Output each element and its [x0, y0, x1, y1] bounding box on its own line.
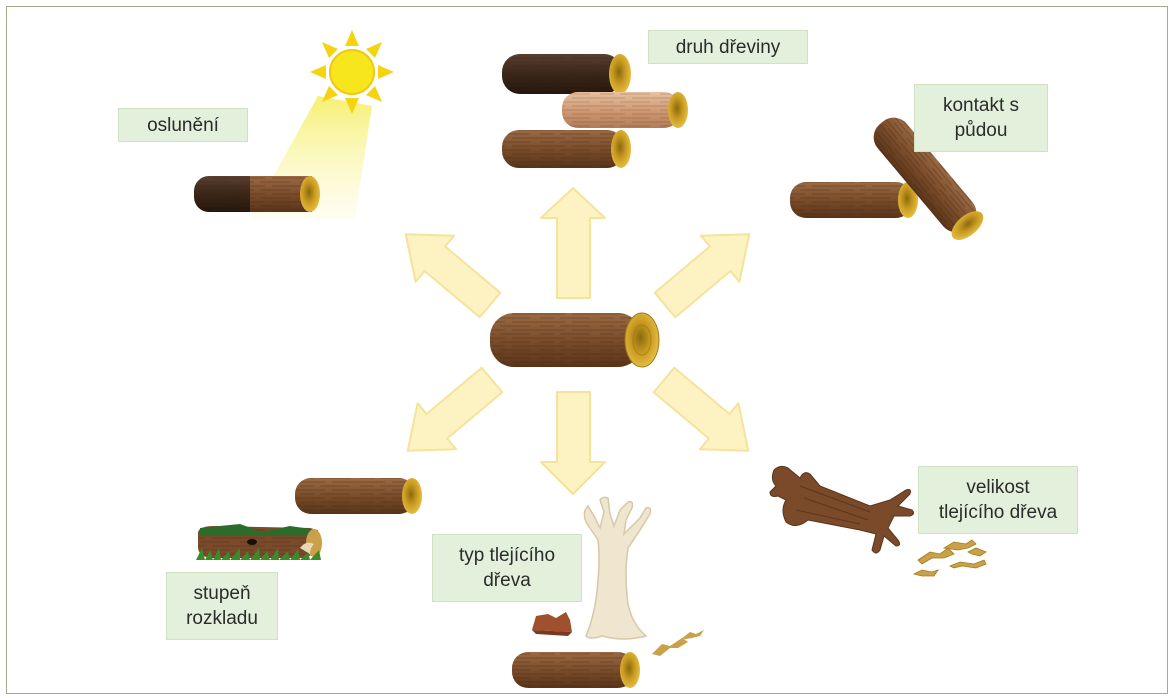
decayed-log: [196, 524, 322, 560]
lying-log: [790, 182, 918, 218]
dark-log: [502, 54, 631, 94]
label-kontakt-line2: půdou: [955, 118, 1008, 143]
arrow-down: [541, 392, 605, 494]
wood-fragments: [914, 540, 986, 576]
label-typ-line2: dřeva: [483, 568, 531, 593]
bottom-log: [512, 652, 640, 688]
decay-stage-group: [196, 478, 422, 560]
label-stupen-line2: rozkladu: [186, 606, 258, 631]
sun-icon: [310, 30, 394, 114]
central-log: [490, 313, 659, 367]
arrow-up: [541, 188, 605, 298]
label-stupen-rozkladu: stupeň rozkladu: [166, 572, 278, 640]
branch-pieces: [652, 630, 704, 656]
dead-snag: [584, 497, 650, 639]
light-log: [562, 92, 688, 128]
tree-species-logs: [502, 54, 688, 168]
label-typ-line1: typ tlejícího: [459, 543, 555, 568]
sunlit-log: [194, 176, 320, 212]
label-osluneni-text: oslunění: [147, 113, 219, 138]
arrow-upper-left: [386, 211, 509, 328]
label-velikost-line1: velikost: [966, 475, 1029, 500]
label-typ-tlejiciho-dreva: typ tlejícího dřeva: [432, 534, 582, 602]
label-velikost-tlejiciho-dreva: velikost tlejícího dřeva: [918, 466, 1078, 534]
label-druh-dreviny-text: druh dřeviny: [676, 35, 781, 60]
uprooted-trunk: [770, 466, 914, 553]
arrow-lower-left: [388, 357, 511, 474]
label-kontakt-s-pudou: kontakt s půdou: [914, 84, 1048, 152]
stump: [532, 612, 572, 636]
brown-log: [502, 130, 631, 168]
label-osluneni: oslunění: [118, 108, 248, 142]
fresh-log: [295, 478, 422, 514]
label-velikost-line2: tlejícího dřeva: [939, 500, 1057, 525]
label-kontakt-line1: kontakt s: [943, 93, 1019, 118]
label-druh-dreviny: druh dřeviny: [648, 30, 808, 64]
arrow-upper-right: [646, 211, 769, 328]
arrow-lower-right: [645, 357, 768, 474]
label-stupen-line1: stupeň: [193, 581, 250, 606]
